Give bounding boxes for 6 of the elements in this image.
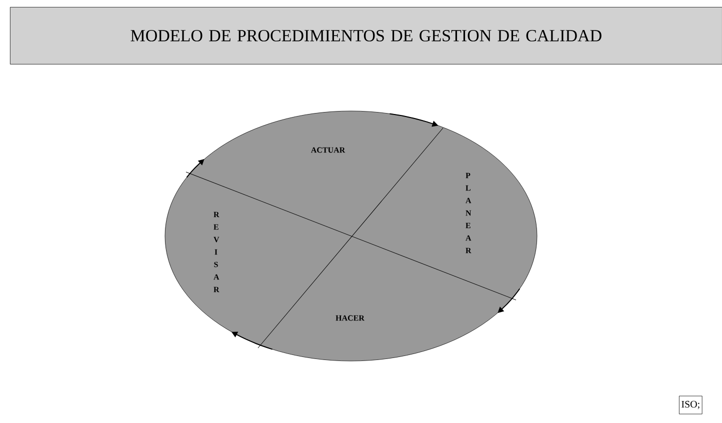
- quadrant-label: HACER: [336, 315, 365, 321]
- quadrant-label: ACTUAR: [310, 147, 346, 153]
- note-box: ISO;: [679, 396, 702, 414]
- quadrant-label: PLANEAR: [466, 172, 472, 254]
- quadrant-label: REVISAR: [214, 212, 220, 292]
- title-box: MODELO DE PROCEDIMIENTOS DE GESTION DE CALIDAD: [10, 7, 722, 64]
